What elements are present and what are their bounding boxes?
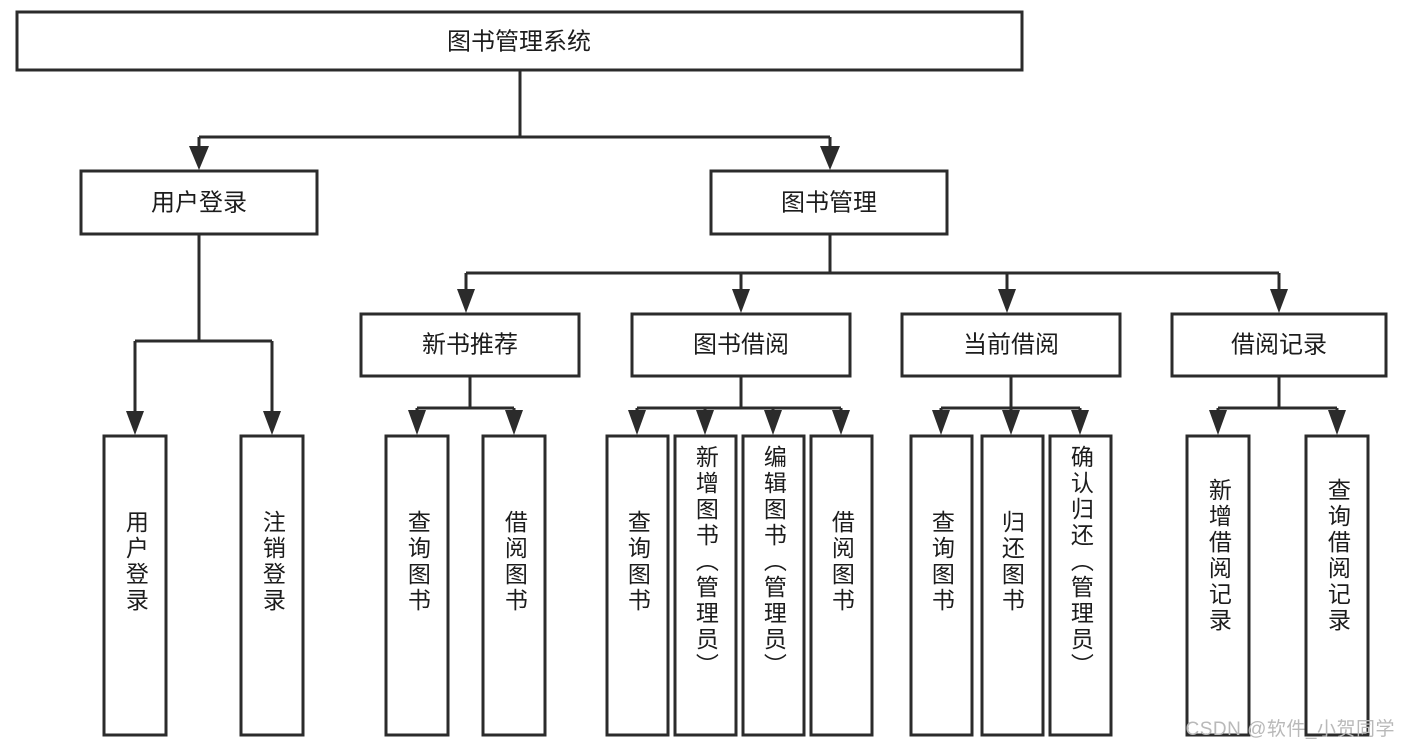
arrow-to-leaf-add-book (696, 410, 714, 435)
connector-group-borrow-record (1209, 376, 1346, 435)
node-leaf-user-login-rect[interactable] (102, 434, 168, 737)
node-leaf-add-record-rect[interactable] (1185, 434, 1251, 737)
connector-group-current-borrow (932, 376, 1089, 435)
node-leaf-query-book-1-rect[interactable] (384, 434, 450, 737)
arrow-to-leaf-borrow-book-2 (832, 410, 850, 435)
node-user-login[interactable]: 用户登录 (79, 169, 319, 236)
node-new-book-recommend-rect[interactable] (359, 312, 581, 378)
arrow-to-book-management (820, 146, 840, 170)
node-book-management[interactable]: 图书管理 (709, 169, 949, 236)
node-borrow-record-rect[interactable] (1170, 312, 1388, 378)
node-leaf-add-book-rect[interactable] (673, 434, 738, 737)
node-book-borrow-rect[interactable] (630, 312, 852, 378)
node-root-label: 图书管理系统 (447, 28, 591, 55)
node-borrow-record[interactable]: 借阅记录 (1170, 312, 1388, 378)
connector-group-book-borrow (628, 376, 850, 435)
csdn-watermark: CSDN @软件_小贺同学 (1185, 719, 1395, 740)
node-user-login-label: 用户登录 (151, 189, 247, 216)
node-leaf-return-book-rect[interactable] (980, 434, 1045, 737)
node-current-borrow-rect[interactable] (900, 312, 1122, 378)
arrow-to-user-login (189, 146, 209, 170)
node-new-book-recommend[interactable]: 新书推荐 (359, 312, 581, 378)
node-borrow-record-label: 借阅记录 (1231, 331, 1327, 358)
arrow-to-leaf-user-login (126, 411, 144, 435)
arrow-to-borrow-record (1270, 289, 1288, 313)
arrow-to-book-borrow (732, 289, 750, 313)
node-leaf-query-record-rect[interactable] (1304, 434, 1370, 737)
arrow-to-leaf-query-book-2 (628, 410, 646, 435)
node-leaf-edit-book-rect[interactable] (741, 434, 806, 737)
arrow-to-leaf-confirm-return (1071, 410, 1089, 435)
arrow-to-leaf-query-book-1 (408, 410, 426, 435)
node-book-borrow[interactable]: 图书借阅 (630, 312, 852, 378)
leaf-boxes-group (102, 434, 1370, 737)
node-user-login-rect[interactable] (79, 169, 319, 236)
node-leaf-confirm-return-rect[interactable] (1048, 434, 1113, 737)
arrow-to-current-borrow (998, 289, 1016, 313)
node-book-management-rect[interactable] (709, 169, 949, 236)
node-leaf-logout-rect[interactable] (239, 434, 305, 737)
node-book-management-label: 图书管理 (781, 189, 877, 216)
node-current-borrow-label: 当前借阅 (963, 331, 1059, 358)
arrow-to-leaf-query-book-3 (932, 410, 950, 435)
node-root[interactable]: 图书管理系统 (15, 10, 1024, 72)
node-new-book-recommend-label: 新书推荐 (422, 331, 518, 358)
node-book-borrow-label: 图书借阅 (693, 331, 789, 358)
node-leaf-query-book-2-rect[interactable] (605, 434, 670, 737)
connector-group-new-book-recommend (408, 376, 523, 435)
node-leaf-borrow-book-1-rect[interactable] (481, 434, 547, 737)
node-current-borrow[interactable]: 当前借阅 (900, 312, 1122, 378)
node-leaf-borrow-book-2-rect[interactable] (809, 434, 874, 737)
node-leaf-query-book-3-rect[interactable] (909, 434, 974, 737)
arrow-to-leaf-logout (263, 411, 281, 435)
connector-group-user-login (126, 234, 281, 435)
node-root-rect[interactable] (15, 10, 1024, 72)
connector-group-book-management (457, 234, 1288, 313)
arrow-to-new-book-recommend (457, 289, 475, 313)
arrow-to-leaf-add-record (1209, 410, 1227, 435)
connector-group-root (189, 70, 840, 170)
arrow-to-leaf-query-record (1328, 410, 1346, 435)
arrow-to-leaf-edit-book (764, 410, 782, 435)
arrow-to-leaf-return-book (1002, 410, 1020, 435)
arrow-to-leaf-borrow-book-1 (505, 410, 523, 435)
